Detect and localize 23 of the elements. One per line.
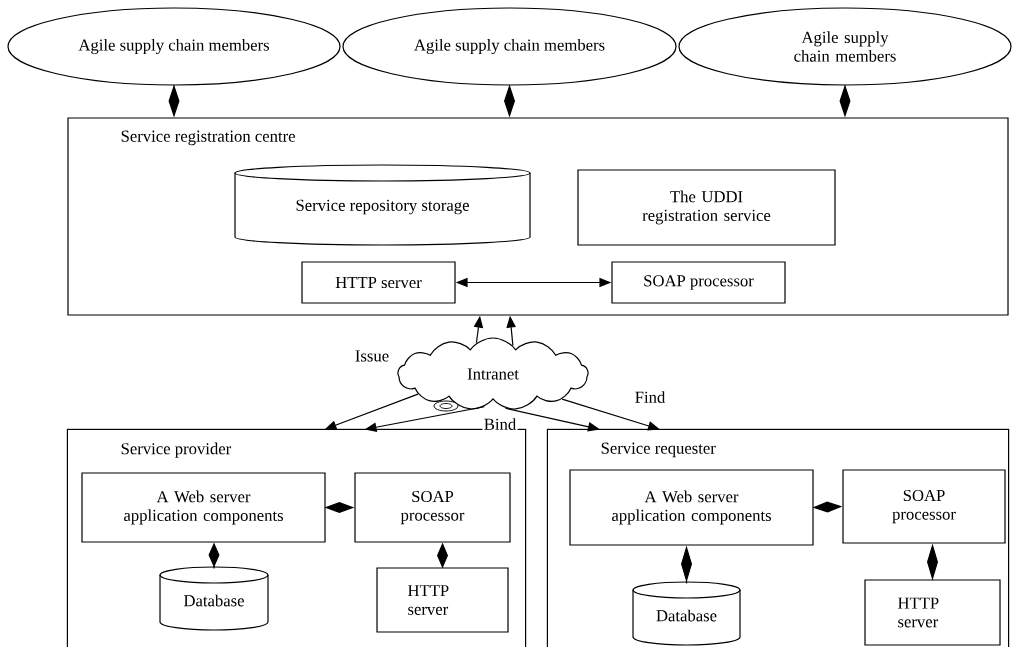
process-box: SOAP processor — [354, 472, 511, 543]
database-cylinder: Database — [632, 581, 741, 646]
edge-label: Bind — [482, 416, 518, 432]
process-box: The UDDI registration service — [577, 169, 836, 246]
edge-label: Find — [633, 389, 667, 405]
process-box: HTTP server — [376, 567, 509, 633]
edge-label: Issue — [353, 349, 391, 363]
process-box: A Web server application components — [569, 469, 814, 546]
process-box: SOAP processor — [611, 261, 786, 304]
process-box: SOAP processor — [842, 469, 1006, 544]
ellipse-node: Agile supply chain members — [7, 7, 341, 86]
node-label: Service repository storage — [296, 199, 469, 215]
node-label: Database — [656, 609, 717, 622]
process-box: A Web server application components — [81, 472, 326, 543]
ellipse-node: Agile supply chain members — [678, 7, 1012, 86]
database-cylinder: Database — [159, 566, 269, 631]
arrow — [561, 398, 660, 431]
cloud-drawing: Intranet — [397, 337, 589, 412]
database-cylinder: Service repository storage — [234, 164, 531, 246]
node-label: Database — [183, 594, 244, 607]
ellipse-node: Agile supply chain members — [342, 7, 677, 86]
process-box: HTTP server — [301, 261, 456, 304]
process-box: HTTP server — [864, 579, 1001, 646]
